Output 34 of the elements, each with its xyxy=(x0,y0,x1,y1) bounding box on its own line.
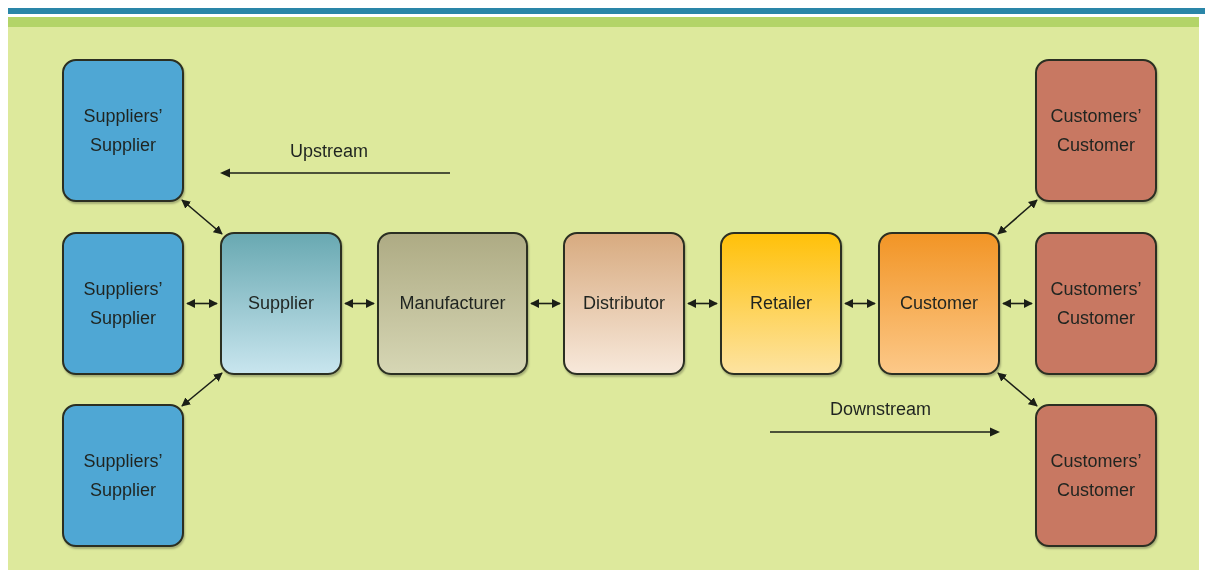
double-arrow xyxy=(844,299,876,308)
box-label: Customers’ Customer xyxy=(1049,104,1143,157)
box-label: Customers’ Customer xyxy=(1049,449,1143,502)
double-arrow xyxy=(344,299,375,308)
box-label: Manufacturer xyxy=(399,292,506,316)
process-box xyxy=(563,232,685,375)
box-label: Customer xyxy=(900,292,978,316)
process-box xyxy=(1035,232,1157,375)
box-label: Supplier xyxy=(247,292,314,316)
double-arrow xyxy=(687,299,718,308)
direction-label: Upstream xyxy=(290,141,369,162)
process-box xyxy=(62,404,184,547)
box-label: Suppliers’ Supplier xyxy=(82,277,164,330)
box-label: Retailer xyxy=(750,292,812,316)
double-arrow xyxy=(997,199,1038,235)
double-arrow xyxy=(181,199,223,235)
process-box xyxy=(220,232,342,375)
box-label: Distributor xyxy=(583,292,665,316)
process-box xyxy=(1035,59,1157,202)
process-box xyxy=(878,232,1000,375)
process-box xyxy=(1035,404,1157,547)
process-box xyxy=(720,232,842,375)
double-arrow xyxy=(181,372,223,407)
double-arrow xyxy=(530,299,561,308)
process-box xyxy=(62,59,184,202)
box-label: Suppliers’ Supplier xyxy=(82,104,164,157)
direction-label: Downstream xyxy=(830,399,932,420)
double-arrow xyxy=(997,372,1038,407)
double-arrow xyxy=(1002,299,1033,308)
box-label: Customers’ Customer xyxy=(1049,277,1143,330)
process-box xyxy=(62,232,184,375)
process-box xyxy=(377,232,528,375)
double-arrow xyxy=(186,299,218,308)
box-label: Suppliers’ Supplier xyxy=(82,449,164,502)
